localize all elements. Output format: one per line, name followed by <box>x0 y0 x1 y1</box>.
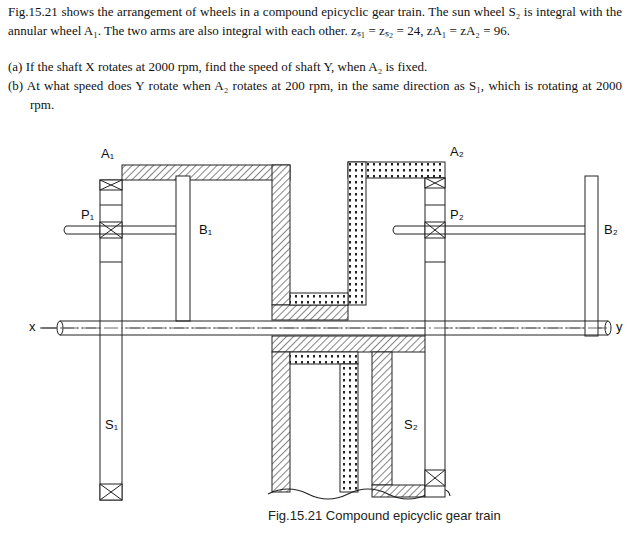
housing-a2-lower <box>290 352 358 492</box>
part-label: B₁ <box>198 223 213 237</box>
arm-b2 <box>393 176 598 336</box>
part-label: B₂ <box>603 223 619 237</box>
axis-dash <box>40 328 57 329</box>
centre-line <box>60 328 608 329</box>
shaft-x-y <box>57 321 611 335</box>
part-label: P₂ <box>449 208 465 222</box>
shaft-label: y <box>615 320 624 334</box>
centre-line <box>42 328 612 329</box>
part-label: S₂ <box>403 418 419 432</box>
question-b: (b) At what speed does Y rotate when A₂ … <box>8 77 622 114</box>
part-label: A₁ <box>100 147 115 161</box>
arm-b1 <box>64 176 190 321</box>
part-label: S₁ <box>104 418 119 432</box>
part-label: P₁ <box>80 208 95 222</box>
figure-caption: Fig.15.21 Compound epicyclic gear train <box>268 508 501 523</box>
problem-statement: Fig.15.21 shows the arrangement of wheel… <box>8 3 622 40</box>
break-line <box>268 489 450 499</box>
sun-s2-body <box>272 336 430 497</box>
question-a: (a) If the shaft X rotates at 2000 rpm, … <box>8 58 622 77</box>
annulus-a1-body <box>122 165 348 320</box>
part-label: A₂ <box>449 145 465 159</box>
gear-column-left <box>100 180 122 500</box>
shaft-label: x <box>28 320 37 334</box>
